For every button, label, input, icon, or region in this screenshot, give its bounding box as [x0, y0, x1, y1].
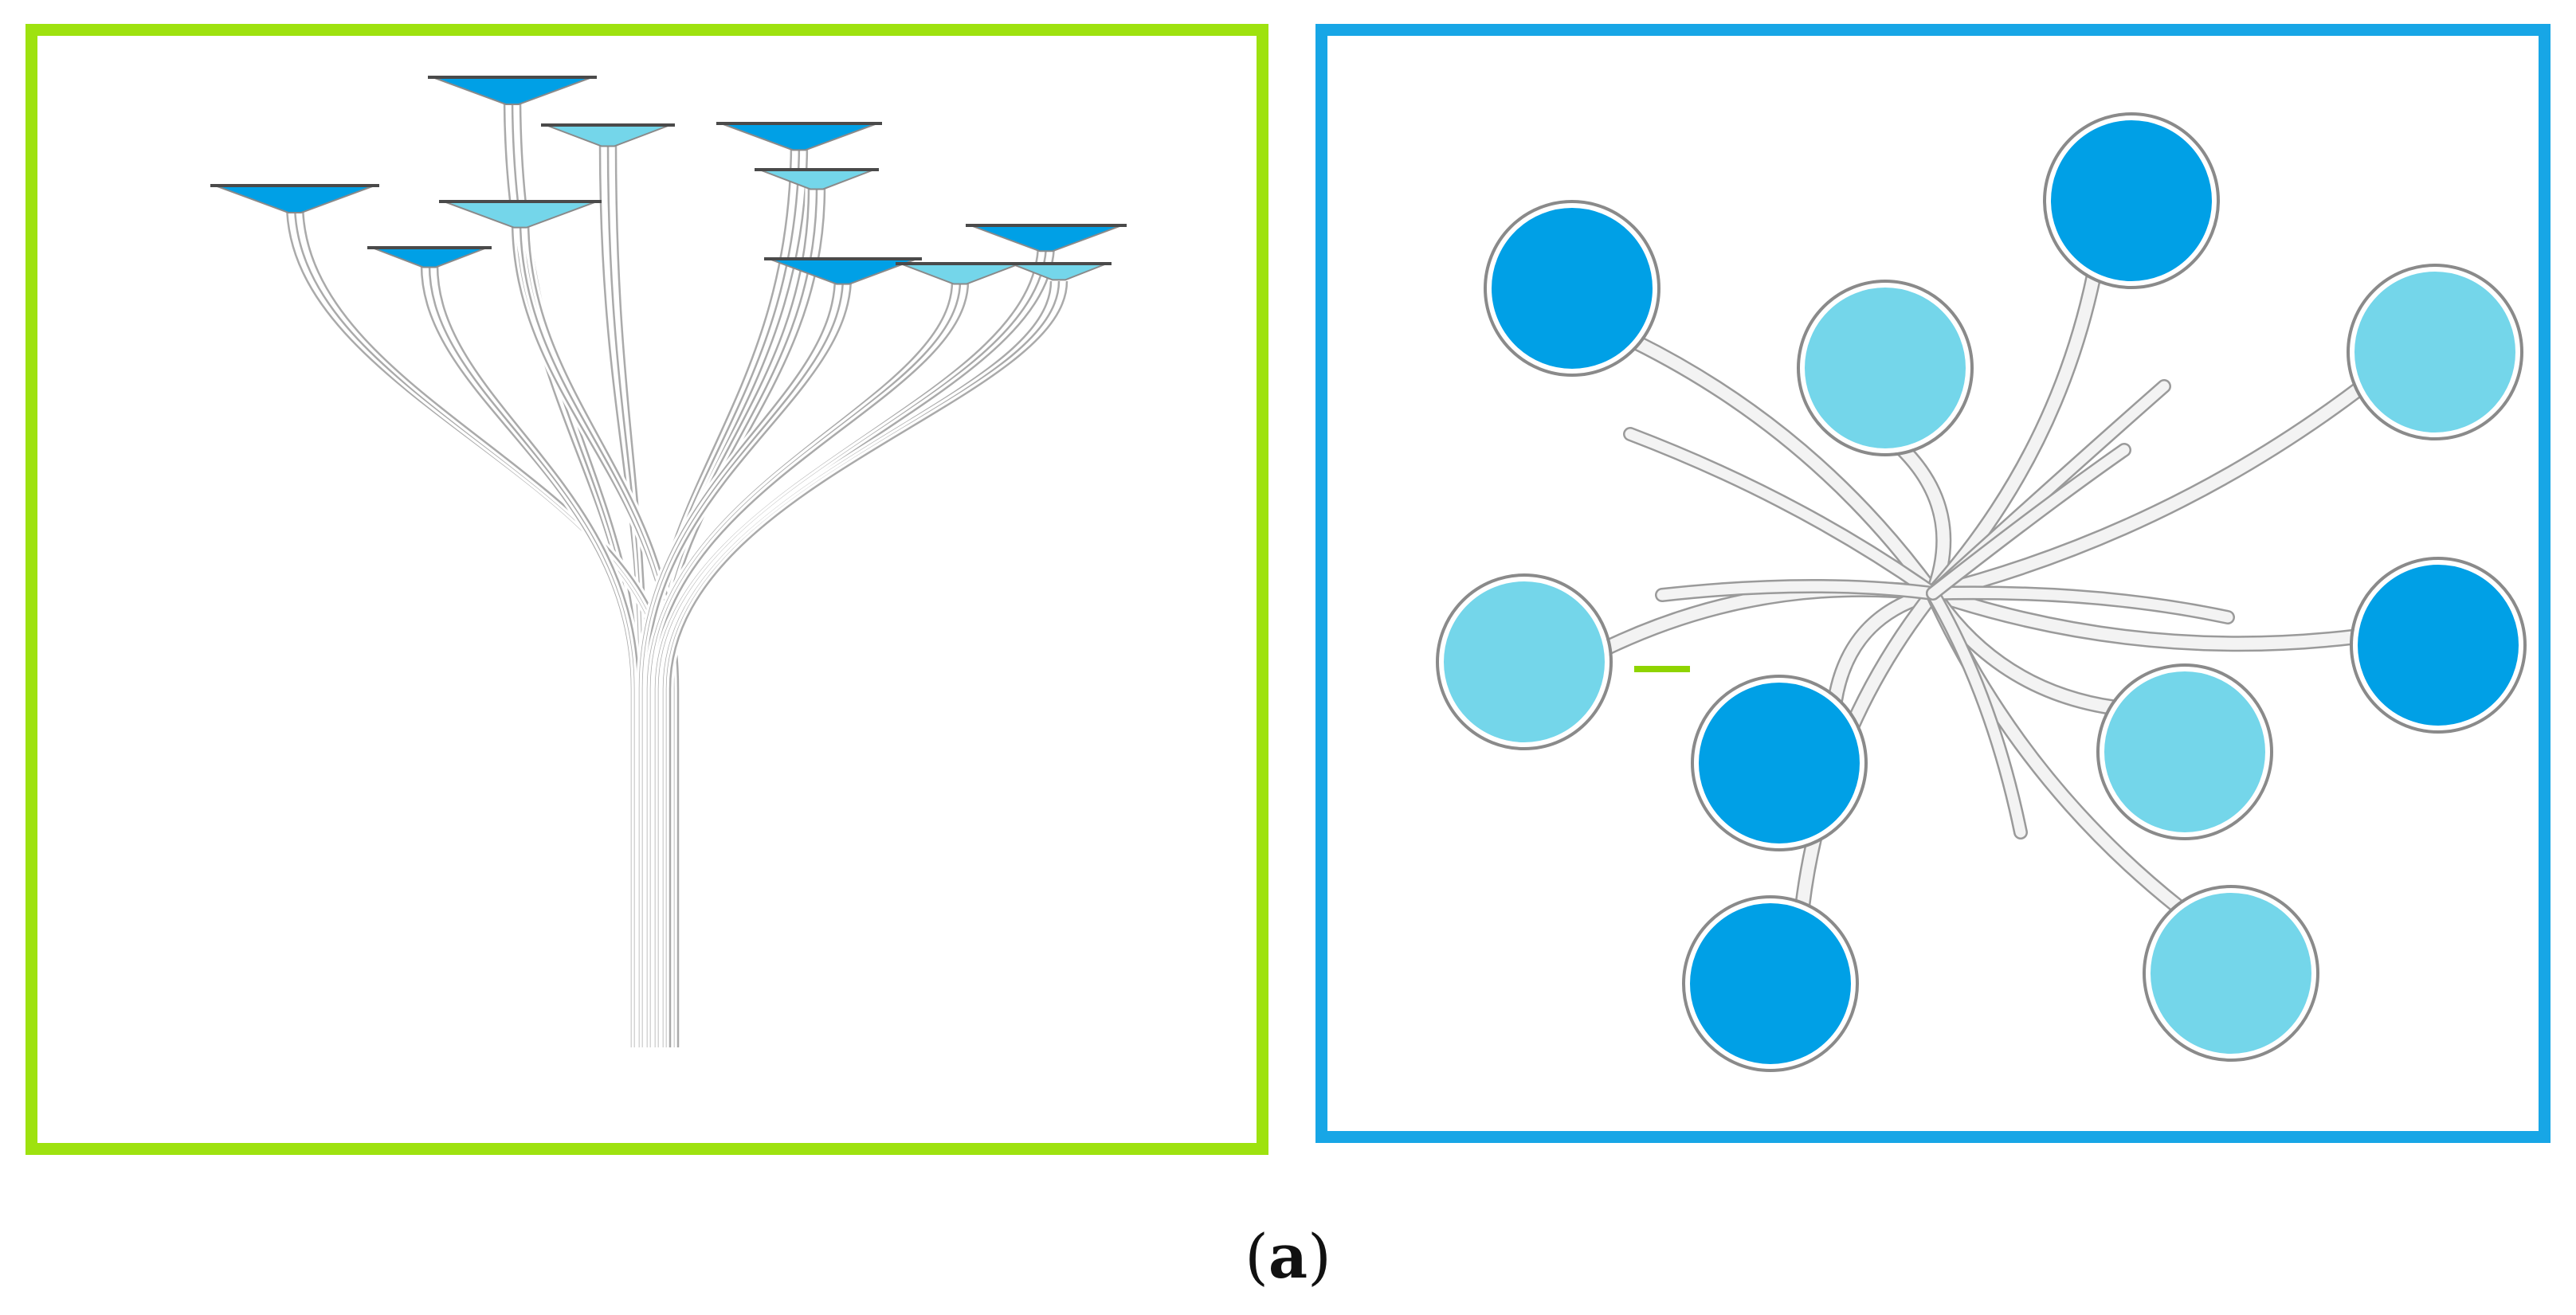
light-blue-leaf: [759, 169, 875, 190]
stem-stub: [1927, 588, 2026, 838]
light-blue-leaf: [2096, 663, 2273, 840]
stem-line: [436, 264, 640, 1047]
side-view-tree-diagram: [210, 76, 1127, 1047]
stem-line: [662, 280, 1053, 1047]
top-view-network-diagram: [1436, 112, 2527, 1072]
dark-blue-leaf: [2043, 112, 2220, 289]
dark-blue-leaf: [1484, 200, 1660, 377]
side-view-panel: [25, 24, 1268, 1155]
stem-line: [649, 280, 962, 1047]
caption-close-paren: ): [1308, 1221, 1331, 1292]
leaf-group: [210, 76, 1127, 285]
caption-open-paren: (: [1245, 1221, 1268, 1292]
stem-line: [1896, 443, 1950, 600]
stem-line: [1927, 382, 2366, 600]
stem-stub: [1927, 587, 2233, 623]
stem-line: [645, 276, 853, 1047]
dark-blue-leaf: [432, 76, 593, 105]
light-blue-leaf: [1010, 263, 1108, 281]
stem-line: [665, 280, 1061, 1047]
stem-stub: [1625, 429, 1939, 599]
stem-group: [1598, 266, 2369, 917]
stem-line: [1927, 587, 2362, 650]
light-blue-leaf: [545, 124, 671, 147]
figure-caption: (a): [0, 1227, 2576, 1287]
stem-line: [1829, 587, 1939, 708]
stem-group: [283, 94, 1071, 1047]
stem-line: [1629, 335, 1939, 600]
stem-line: [657, 242, 1048, 1047]
dark-blue-leaf: [1691, 675, 1868, 851]
dark-blue-leaf: [970, 225, 1123, 252]
dark-blue-leaf: [214, 185, 375, 213]
stem-line: [669, 280, 1068, 1047]
caption-label: a: [1268, 1221, 1308, 1292]
top-view-panel: [1315, 24, 2551, 1143]
dark-blue-leaf: [1682, 895, 1859, 1072]
leaf-group: [1436, 112, 2527, 1072]
light-blue-leaf: [443, 201, 598, 229]
stem-line: [420, 264, 633, 1047]
light-blue-leaf: [1797, 280, 1974, 456]
light-blue-leaf: [2143, 885, 2319, 1062]
dark-blue-leaf: [2350, 557, 2527, 734]
light-blue-leaf: [2347, 264, 2523, 440]
stem-line: [428, 264, 637, 1047]
light-blue-leaf: [1436, 573, 1613, 750]
stem-stub: [1657, 581, 1939, 601]
light-blue-leaf: [900, 263, 1021, 285]
stem-stub: [1927, 444, 2130, 599]
dark-blue-leaf: [720, 123, 878, 151]
dark-blue-leaf: [371, 247, 488, 268]
